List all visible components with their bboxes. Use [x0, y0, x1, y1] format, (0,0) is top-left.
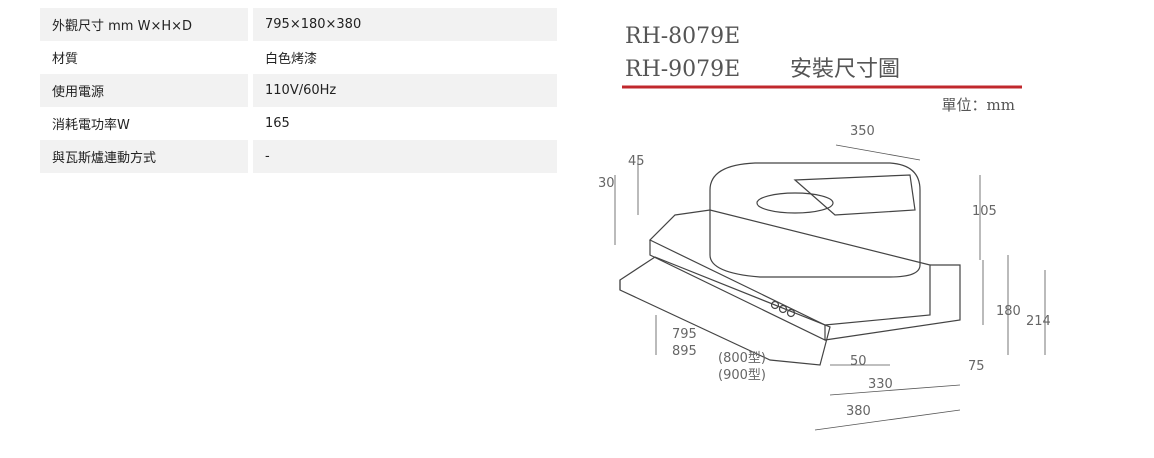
spec-label: 外觀尺寸 mm W×H×D	[40, 8, 253, 41]
spec-label: 材質	[40, 41, 253, 74]
diagram-title: 安裝尺寸圖	[790, 57, 900, 82]
spec-row-gas-linkage: 與瓦斯爐連動方式 -	[40, 140, 557, 173]
spec-value: 165	[265, 116, 290, 131]
spec-value: 110V/60Hz	[253, 74, 557, 107]
spec-row-power-consumption: 消耗電功率W 165	[40, 107, 557, 140]
spec-row-dimensions: 外觀尺寸 mm W×H×D 795×180×380	[40, 8, 557, 41]
dimension-lines	[614, 144, 1046, 431]
spec-label: 使用電源	[40, 74, 253, 107]
dim-75: 75	[968, 359, 985, 374]
dim-30: 30	[598, 176, 615, 191]
spec-value: 白色烤漆	[265, 52, 318, 67]
dim-895: 895	[672, 344, 697, 359]
dim-795: 795	[672, 327, 697, 342]
dim-105: 105	[972, 204, 997, 219]
unit-label: 單位：mm	[942, 96, 1015, 114]
dim-900-model: (900型)	[718, 368, 766, 383]
spec-row-material: 材質 白色烤漆	[40, 41, 557, 74]
dim-800-model: (800型)	[718, 351, 766, 366]
dim-50: 50	[850, 354, 867, 369]
spec-table: 外觀尺寸 mm W×H×D 795×180×380 材質 白色烤漆 使用電源 1…	[40, 8, 557, 173]
model-2: RH-9079E	[625, 57, 740, 82]
spec-label: 與瓦斯爐連動方式	[40, 140, 253, 173]
dim-380: 380	[846, 404, 871, 419]
dim-180: 180	[996, 304, 1021, 319]
installation-diagram: RH-8079E RH-9079E 安裝尺寸圖 單位：mm 350	[598, 24, 1050, 431]
spec-row-power-supply: 使用電源 110V/60Hz	[40, 74, 557, 107]
dim-45: 45	[628, 154, 645, 169]
spec-value: 795×180×380	[253, 8, 557, 41]
dim-350: 350	[850, 124, 875, 139]
hood-drawing	[619, 162, 961, 366]
model-1: RH-8079E	[625, 24, 740, 49]
dim-330: 330	[868, 377, 893, 392]
spec-value: -	[253, 140, 557, 173]
dim-214: 214	[1026, 314, 1050, 329]
spec-label: 消耗電功率W	[40, 107, 253, 140]
